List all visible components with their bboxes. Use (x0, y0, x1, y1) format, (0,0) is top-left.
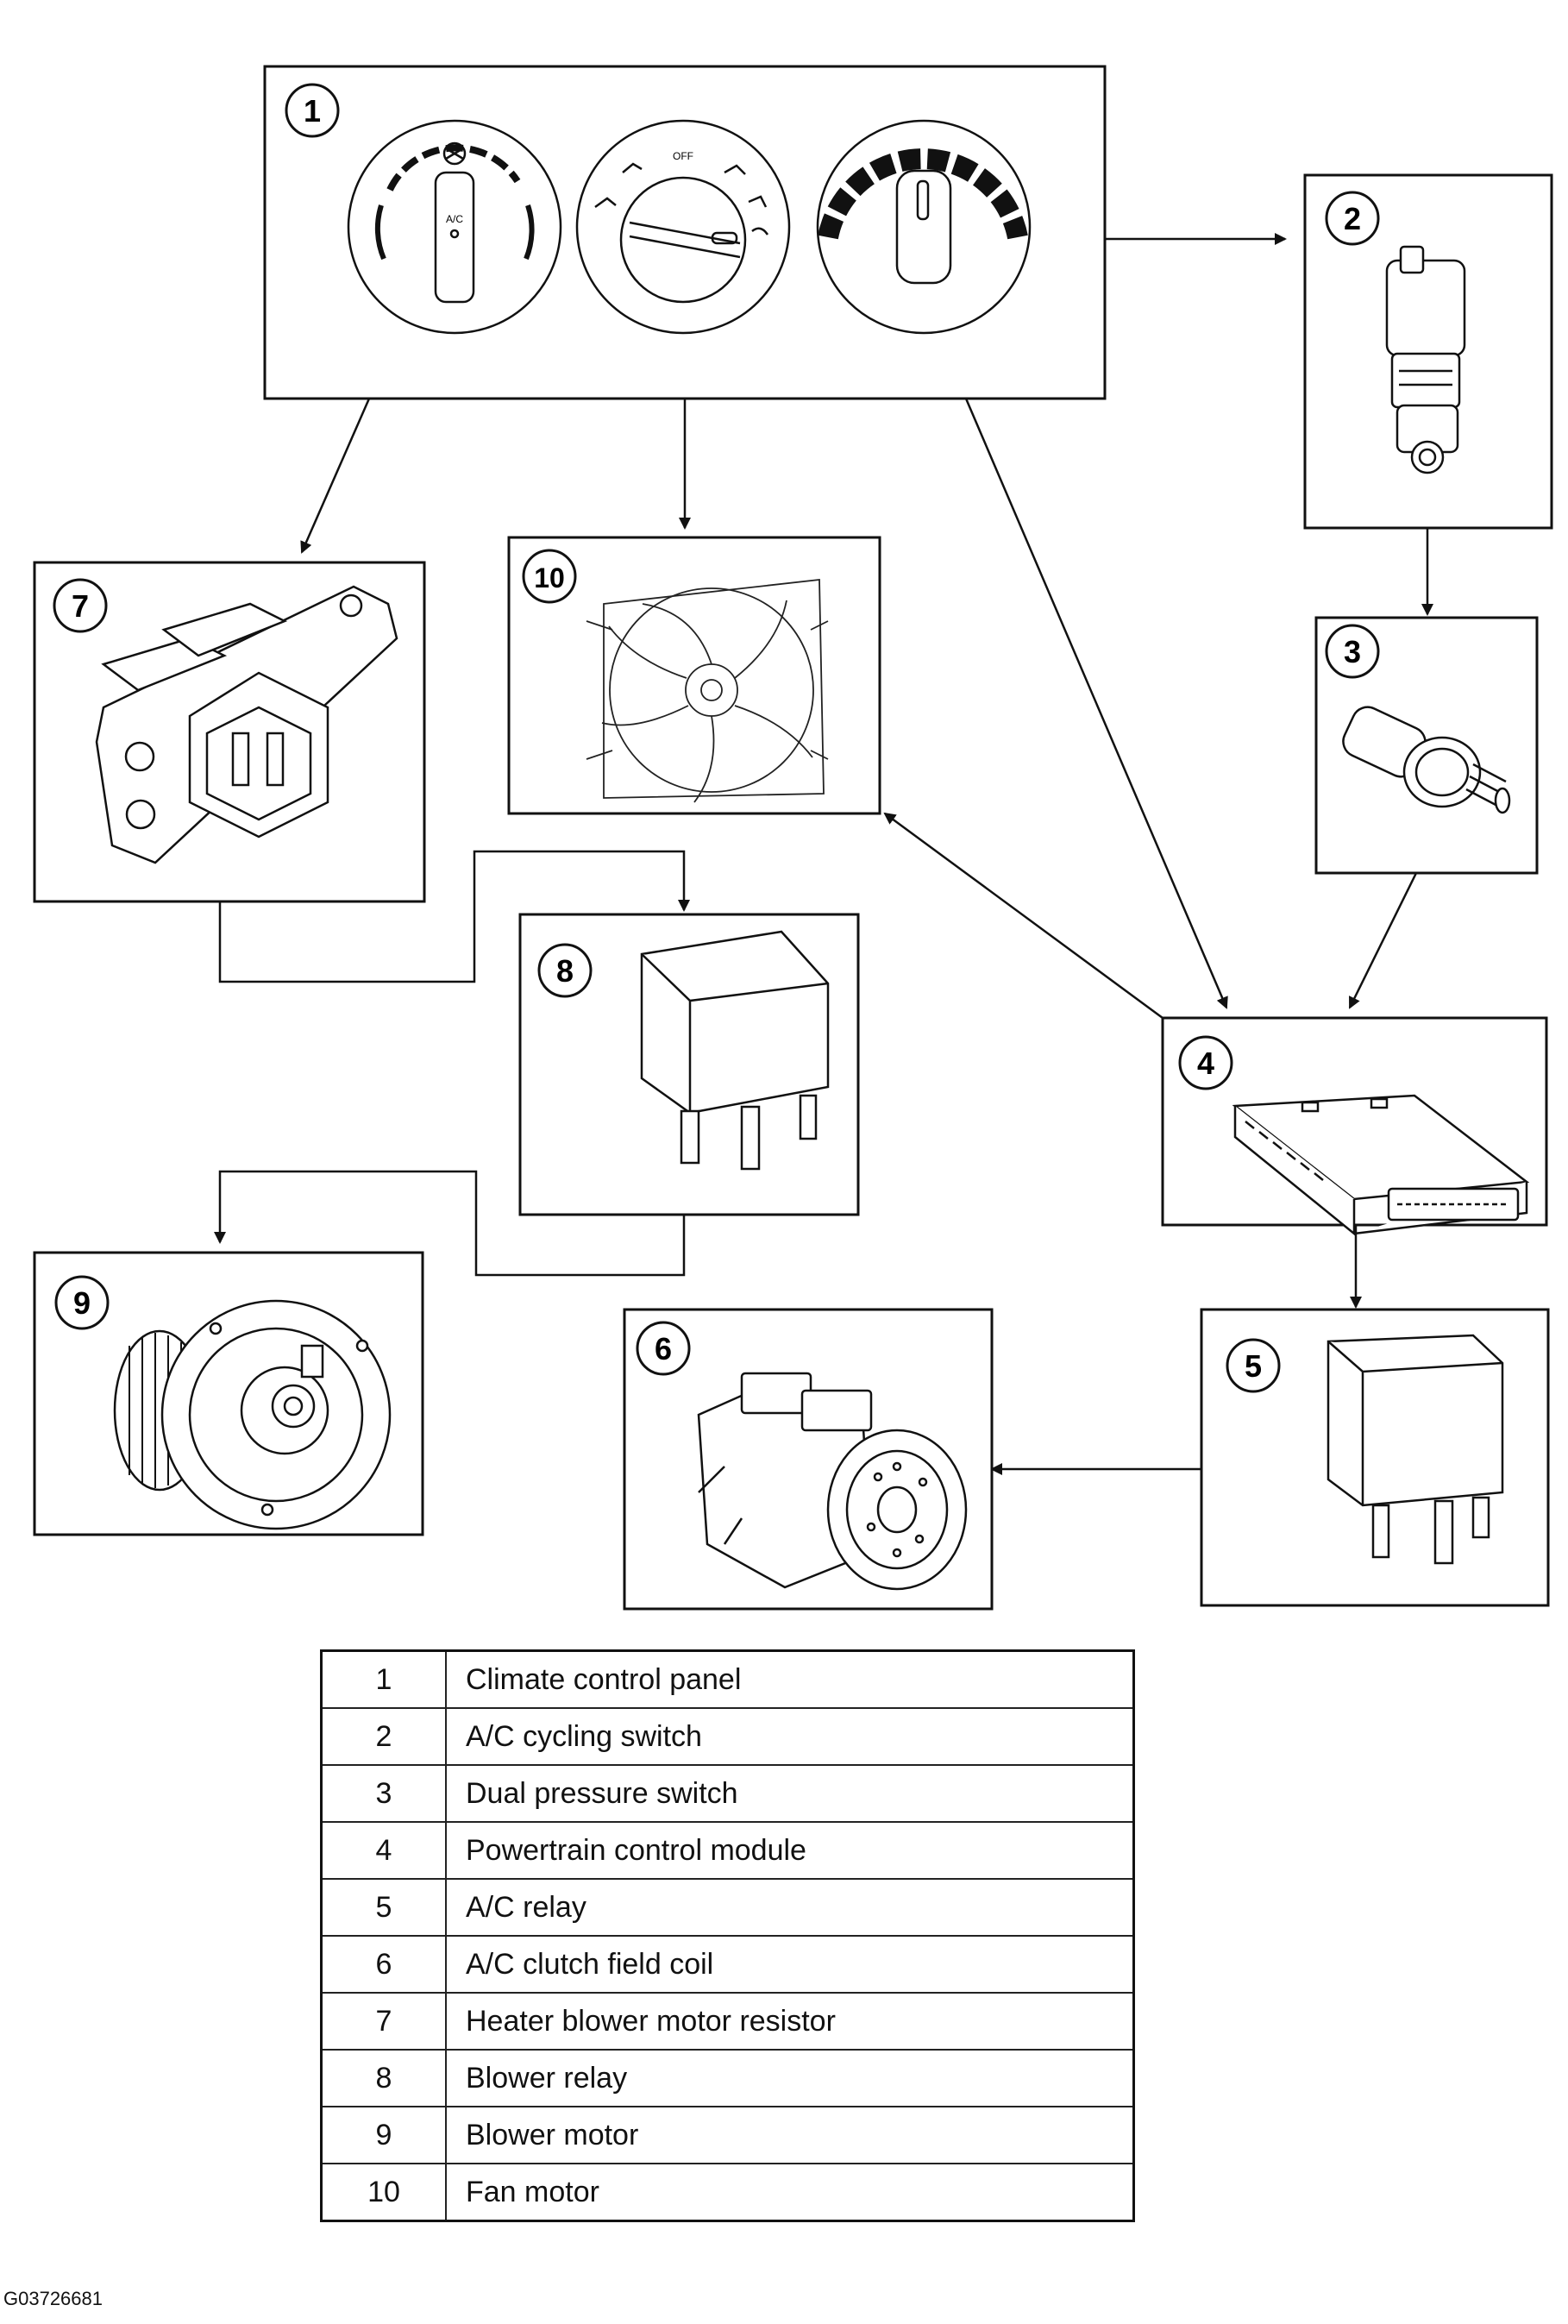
item-description: Heater blower motor resistor (445, 1992, 1135, 2051)
ac-compressor-icon (697, 1372, 968, 1591)
callout-circle-8 (537, 943, 593, 998)
item-description: Dual pressure switch (445, 1764, 1135, 1823)
component-box-8: 8 (518, 913, 860, 1216)
callout-number-9: 9 (73, 1285, 91, 1321)
dual-pressure-switch-icon (1342, 706, 1511, 814)
callout-circle-4 (1178, 1035, 1233, 1090)
blower-relay-icon (640, 930, 830, 1171)
item-description: Fan motor (445, 2163, 1135, 2222)
callout-circle-5 (1226, 1338, 1281, 1393)
pcm-module-icon (1232, 1094, 1530, 1236)
callout-number-7: 7 (72, 588, 89, 624)
line-7-to-8 (218, 850, 690, 983)
component-box-2: 2 (1303, 173, 1553, 530)
callout-number-10: 10 (534, 562, 565, 594)
arrow-1-to-4 (964, 398, 1228, 1009)
item-number: 5 (320, 1878, 447, 1937)
item-number: 2 (320, 1707, 447, 1766)
ac-relay-icon (1327, 1334, 1504, 1565)
callout-number-3: 3 (1344, 634, 1361, 669)
callout-circle-10 (522, 549, 577, 604)
callout-circle-2 (1325, 191, 1380, 246)
component-box-3: 3 (1314, 616, 1539, 875)
item-number: 8 (320, 2049, 447, 2107)
item-number: 4 (320, 1821, 447, 1880)
arrow-3-to-4 (1348, 872, 1418, 1009)
component-box-4: 4 (1161, 1016, 1548, 1236)
item-description: A/C cycling switch (445, 1707, 1135, 1766)
blower-motor-icon (113, 1299, 392, 1530)
callout-number-2: 2 (1344, 201, 1361, 236)
connection-lines (214, 233, 1433, 1475)
callout-circle-6 (636, 1321, 691, 1376)
callout-number-6: 6 (655, 1331, 672, 1366)
component-box-5: 5 (1200, 1308, 1550, 1607)
component-box-6: 6 (623, 1308, 994, 1611)
ac-cycling-switch-icon (1385, 245, 1466, 474)
off-label: OFF (673, 150, 693, 162)
mode-selector-knob-icon (575, 119, 791, 335)
item-number: 3 (320, 1764, 447, 1823)
line-8-to-9 (214, 1170, 686, 1277)
blower-resistor-icon (95, 585, 398, 864)
cooling-fan-icon (586, 578, 829, 803)
item-description: Blower motor (445, 2106, 1135, 2164)
item-description: A/C clutch field coil (445, 1935, 1135, 1994)
callout-number-8: 8 (556, 953, 574, 989)
item-number: 10 (320, 2163, 447, 2222)
component-box-1: 1 A/C OFF (263, 65, 1107, 400)
callout-circle-7 (53, 578, 108, 633)
component-box-7: 7 (33, 561, 426, 903)
callout-number-5: 5 (1245, 1348, 1262, 1384)
item-number: 9 (320, 2106, 447, 2164)
fan-speed-knob-icon (347, 119, 562, 335)
item-number: 6 (320, 1935, 447, 1994)
component-box-10: 10 (507, 536, 881, 815)
callout-circle-3 (1325, 624, 1380, 679)
item-description: Blower relay (445, 2049, 1135, 2107)
figure-id: G03726681 (3, 2288, 103, 2309)
component-box-9: 9 (33, 1251, 424, 1536)
item-description: A/C relay (445, 1878, 1135, 1937)
callout-circle-9 (54, 1275, 110, 1330)
callout-circle-1 (285, 83, 340, 138)
temperature-knob-icon (816, 119, 1032, 335)
item-description: Powertrain control module (445, 1821, 1135, 1880)
arrow-4-to-10 (883, 812, 1163, 1020)
callout-number-4: 4 (1197, 1046, 1214, 1081)
item-description: Climate control panel (445, 1649, 1135, 1709)
arrow-1-to-7 (300, 398, 371, 554)
callout-number-1: 1 (304, 93, 321, 129)
item-number: 7 (320, 1992, 447, 2051)
item-number: 1 (320, 1649, 447, 1709)
ac-label: A/C (446, 213, 463, 225)
